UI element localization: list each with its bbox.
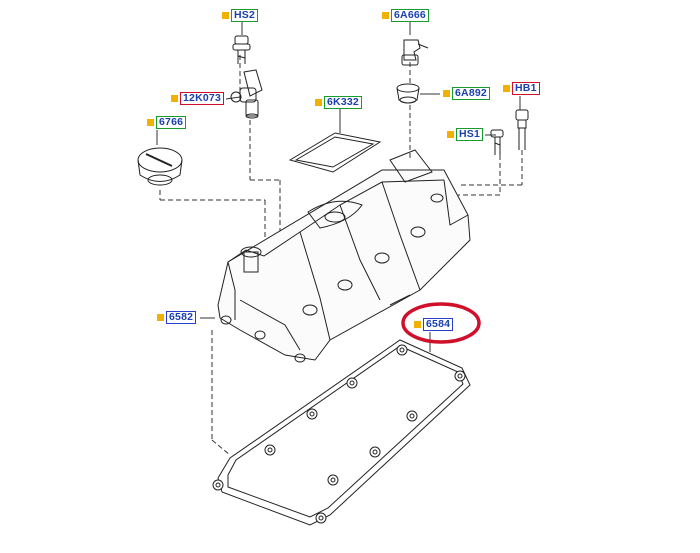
leader-lines	[159, 55, 523, 456]
callout-label: 6K332	[324, 96, 362, 109]
callout-label: 6A892	[452, 87, 490, 100]
callout-6766: 6766	[147, 116, 187, 129]
grommet-icon	[396, 83, 420, 104]
marker-square-icon	[171, 95, 178, 102]
callout-6a892: 6A892	[443, 87, 490, 100]
highlight-circle	[401, 302, 481, 344]
gasket-6k332-icon	[288, 132, 382, 173]
callout-label: HS1	[456, 128, 484, 141]
marker-square-icon	[447, 131, 454, 138]
callout-6k332: 6K332	[315, 96, 362, 109]
stud-hb1-icon	[515, 109, 529, 150]
callout-label: 12K073	[180, 92, 224, 105]
callout-label: 6A666	[391, 9, 429, 22]
callout-label: HS2	[231, 9, 259, 22]
marker-square-icon	[414, 321, 421, 328]
callout-label: HB1	[512, 82, 540, 95]
pcv-valve-icon	[401, 39, 429, 66]
marker-square-icon	[222, 12, 229, 19]
callout-6584: 6584	[414, 318, 454, 331]
marker-square-icon	[147, 119, 154, 126]
callout-6a666: 6A666	[382, 9, 429, 22]
camshaft-sensor-icon	[230, 69, 263, 119]
marker-square-icon	[503, 85, 510, 92]
bolt-hs1-icon	[490, 129, 504, 155]
oil-filler-cap-icon	[137, 147, 183, 186]
marker-square-icon	[443, 90, 450, 97]
marker-square-icon	[157, 314, 164, 321]
callout-hs1: HS1	[447, 128, 484, 141]
callout-hs2: HS2	[222, 9, 259, 22]
callout-12k073: 12K073	[171, 92, 224, 105]
callout-label: 6584	[423, 318, 454, 331]
callout-hb1: HB1	[503, 82, 540, 95]
callout-6582: 6582	[157, 311, 197, 324]
callout-label: 6766	[156, 116, 187, 129]
marker-square-icon	[382, 12, 389, 19]
callout-label: 6582	[166, 311, 197, 324]
valve-cover-gasket-icon	[212, 339, 471, 526]
marker-square-icon	[315, 99, 322, 106]
bolt-hs2-icon	[232, 35, 251, 64]
valve-cover-icon	[217, 149, 471, 363]
